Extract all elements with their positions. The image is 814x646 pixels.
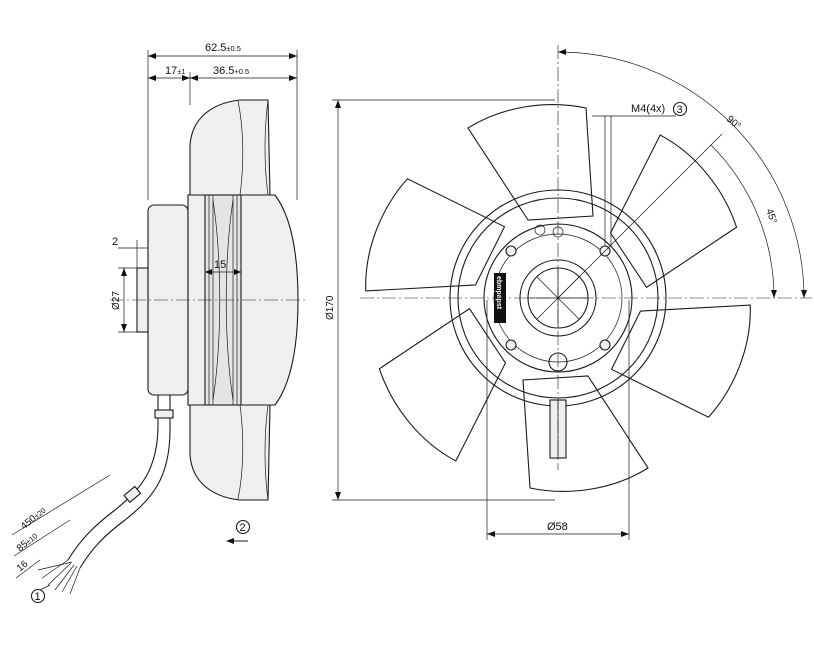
svg-text:ebmpapst: ebmpapst xyxy=(495,276,502,310)
svg-text:2: 2 xyxy=(240,522,246,534)
dim-angle-large: 90° xyxy=(724,114,743,132)
dim-screw-thread: M4(4x) xyxy=(631,103,665,115)
svg-text:3: 3 xyxy=(677,104,683,116)
ground-symbol xyxy=(534,224,546,236)
blade-upper xyxy=(189,99,271,196)
callout-airflow xyxy=(235,519,251,535)
dim-arc-90 xyxy=(557,51,805,299)
svg-text:1: 1 xyxy=(35,591,41,603)
dim-impeller-depth: 36.5+0.5 xyxy=(213,65,249,77)
impeller-blades xyxy=(365,104,751,492)
dim-fan-diameter: Ø170 xyxy=(325,295,336,320)
front-view: Ø170 xyxy=(325,45,812,540)
blade-lower xyxy=(189,404,271,501)
dim-strip-length: 85±10 xyxy=(15,531,40,555)
dim-angle-small: 45° xyxy=(763,207,779,225)
callout-wires xyxy=(30,588,46,604)
callout-screws xyxy=(672,101,688,117)
dim-wire-end: 16 xyxy=(15,558,31,574)
side-view: 62.5±0.5 17±1 36.5+0.5 xyxy=(11,42,305,604)
dim-cable-length: 450±20 xyxy=(19,505,48,532)
dim-hub-offset: 17±1 xyxy=(165,65,186,77)
cable xyxy=(37,395,174,595)
dim-shaft-diameter: Ø27 xyxy=(111,291,122,310)
dim-arc-45 xyxy=(710,144,775,299)
dim-blade-width: 15 xyxy=(214,259,226,271)
dim-overall-depth: 62.5±0.5 xyxy=(205,42,241,54)
dim-flange-gap: 2 xyxy=(112,236,118,248)
dim-hub-diameter: Ø58 xyxy=(547,521,568,533)
